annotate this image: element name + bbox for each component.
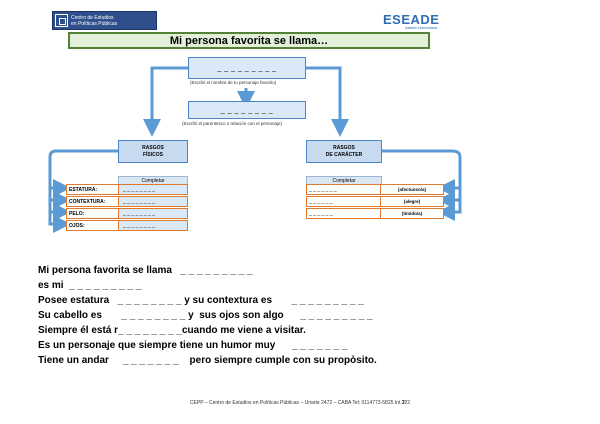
physical-row: CONTEXTURA: _ _ _ _ _ _ _ _ (66, 196, 188, 207)
physical-traits-line1: RASGOS (142, 144, 164, 151)
physical-row-input[interactable]: _ _ _ _ _ _ _ _ (119, 221, 187, 230)
physical-row-input[interactable]: _ _ _ _ _ _ _ _ (119, 197, 187, 206)
footer-text: CEPP – Centro de Estudios en Políticas P… (189, 400, 411, 406)
physical-row: PELO: _ _ _ _ _ _ _ _ (66, 208, 188, 219)
arrow-to-physical (143, 66, 188, 137)
character-row-input[interactable]: _ _ _ _ _ _ _ (307, 185, 381, 194)
name-hint: (Escribí el nombre de tu personaje favor… (190, 80, 277, 85)
physical-row: OJOS: _ _ _ _ _ _ _ _ (66, 220, 188, 231)
physical-traits-box: RASGOS FÍSICOS (118, 140, 188, 163)
character-traits-line1: RASGOS (333, 144, 355, 151)
paragraph-line: Es un personaje que siempre tiene un hum… (38, 340, 348, 351)
character-row: _ _ _ _ _ _ (alegre) (306, 196, 444, 207)
name-field[interactable]: _ _ _ _ _ _ _ _ _ (188, 57, 306, 79)
character-row-label: (afectuoso/a) (381, 185, 443, 194)
relation-hint: (Escribí el parentesco o relación con el… (182, 121, 283, 126)
cepp-logo: Centro de Estudios en Políticas Públicas (52, 11, 157, 30)
page-number: 2 (402, 400, 405, 406)
physical-traits-table: ESTATURA: _ _ _ _ _ _ _ _ CONTEXTURA: _ … (66, 184, 188, 232)
arrow-physical-ojos (48, 149, 118, 233)
character-row: _ _ _ _ _ _ (tímido/a) (306, 208, 444, 219)
arrow-character-timido (382, 149, 462, 221)
fill-in-paragraph: Mi persona favorita se llama _ _ _ _ _ _… (38, 263, 458, 368)
arrow-group (48, 66, 462, 233)
physical-row-label: CONTEXTURA: (67, 197, 119, 206)
character-row-label: (alegre) (381, 197, 443, 206)
character-row-input[interactable]: _ _ _ _ _ _ (307, 209, 381, 218)
character-row-label: (tímido/a) (381, 209, 443, 218)
logo-left-line1: Centro de Estudios (71, 14, 114, 21)
physical-row-label: ESTATURA: (67, 185, 119, 194)
character-traits-line2: DE CARÁCTER (325, 151, 363, 158)
paragraph-line: Posee estatura _ _ _ _ _ _ _ _ y su cont… (38, 295, 364, 306)
paragraph-line: Mi persona favorita se llama _ _ _ _ _ _… (38, 265, 253, 276)
paragraph-line: Siempre él está r_ _ _ _ _ _ _ _cuando m… (38, 325, 306, 336)
character-row-input[interactable]: _ _ _ _ _ _ (307, 197, 381, 206)
paragraph-line: Su cabello es _ _ _ _ _ _ _ _ y sus ojos… (38, 310, 373, 321)
eseade-logo-sub: Instituto Universitario (404, 26, 438, 30)
physical-row-input[interactable]: _ _ _ _ _ _ _ _ (119, 209, 187, 218)
page-footer: CEPP – Centro de Estudios en Políticas P… (0, 400, 600, 406)
arrow-to-character (306, 66, 349, 137)
cepp-logo-icon (55, 14, 68, 27)
paragraph-line: es mi _ _ _ _ _ _ _ _ _ (38, 280, 142, 291)
physical-row-label: OJOS: (67, 221, 119, 230)
character-row: _ _ _ _ _ _ _ (afectuoso/a) (306, 184, 444, 195)
character-traits-box: RASGOS DE CARÁCTER (306, 140, 382, 163)
physical-row-input[interactable]: _ _ _ _ _ _ _ _ (119, 185, 187, 194)
eseade-logo: ESEADE Instituto Universitario (383, 13, 439, 30)
paragraph-line: Tiene un andar _ _ _ _ _ _ _ pero siempr… (38, 355, 377, 366)
diagram-title: Mi persona favorita se llama… (68, 32, 430, 49)
relation-field[interactable]: _ _ _ _ _ _ _ _ (188, 101, 306, 119)
physical-row-label: PELO: (67, 209, 119, 218)
physical-traits-line2: FÍSICOS (142, 151, 163, 158)
physical-row: ESTATURA: _ _ _ _ _ _ _ _ (66, 184, 188, 195)
character-traits-table: _ _ _ _ _ _ _ (afectuoso/a) _ _ _ _ _ _ … (306, 184, 444, 220)
eseade-logo-text: ESEADE (383, 12, 440, 27)
logo-left-line2: en Políticas Públicas (71, 20, 118, 27)
